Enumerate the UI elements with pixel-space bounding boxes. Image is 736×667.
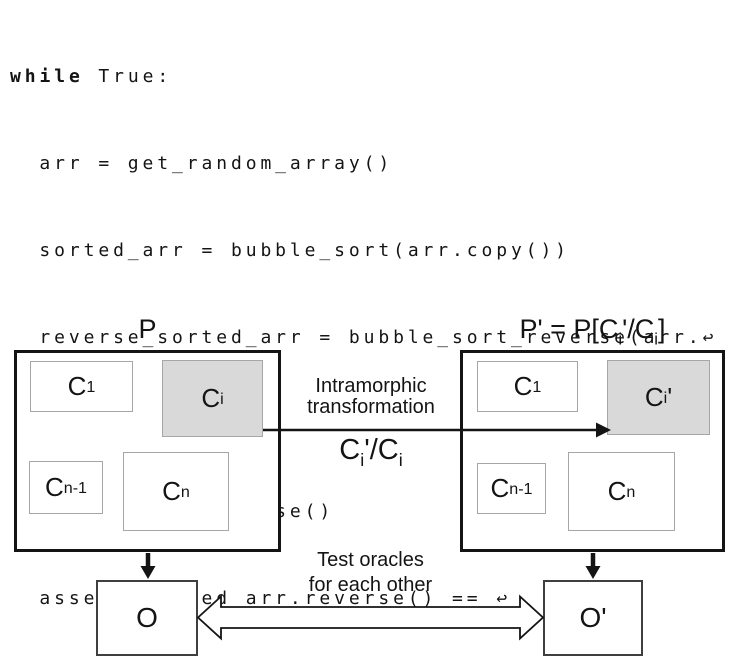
- transformation-label: Intramorphic transformation: [281, 376, 461, 418]
- p-prime-to-o-prime-arrow: [585, 553, 601, 579]
- code-line: sorted_arr = bubble_sort(arr.copy()): [39, 240, 570, 261]
- code-line-rest: True:: [83, 66, 173, 87]
- mutual-oracle-arrow: [196, 594, 545, 641]
- oracle-label-line2: for each other: [308, 574, 433, 596]
- program-p-title: P: [138, 314, 157, 344]
- code-line: arr = get_random_array(): [39, 153, 394, 174]
- oracle-label: Test oracles for each other: [210, 548, 531, 598]
- code-line: reverse_sorted_arr = bubble_sort_reverse…: [39, 327, 718, 348]
- program-p-prime-title: P' = P[Ci'/Ci]: [519, 314, 666, 349]
- transformation-label-line2: transformation: [307, 396, 435, 418]
- intramorphic-arrow: [263, 422, 611, 438]
- code-line: while True:: [10, 62, 717, 91]
- oracle-o-box: O: [96, 580, 198, 656]
- code-keyword: while: [10, 66, 84, 87]
- oracle-o-prime-box: O': [543, 580, 643, 656]
- p-to-o-arrow: [140, 553, 156, 579]
- transformation-label-line1: Intramorphic: [315, 375, 427, 397]
- substitution-label: Ci'/Ci: [339, 434, 403, 470]
- oracle-label-line1: Test oracles: [317, 549, 424, 571]
